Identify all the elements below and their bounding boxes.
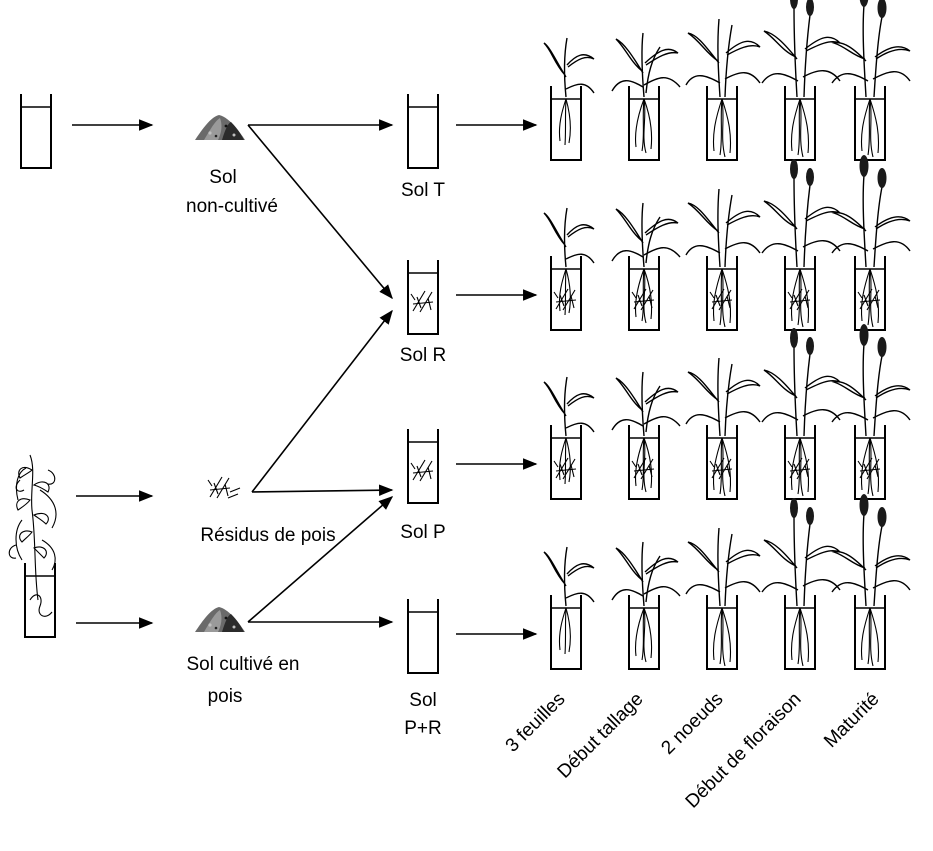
wheat-plant-icon	[685, 18, 761, 161]
treatment-P-label: Sol P	[400, 522, 445, 543]
treatment-PR-label-line1: Sol	[409, 690, 436, 711]
empty-pot-icon	[20, 93, 52, 169]
treatment-T-label: Sol T	[401, 180, 445, 201]
wheat-plant-icon	[611, 202, 681, 331]
growth-row-PR	[543, 493, 911, 670]
wheat-plant-icon	[831, 154, 911, 331]
wheat-plant-icon	[831, 323, 911, 500]
stage-label-5: Maturité	[820, 689, 883, 752]
pot-PR-icon	[407, 598, 439, 674]
pea-plant-icon	[8, 454, 57, 601]
pea-residue-icon	[207, 476, 241, 499]
wheat-plant-icon	[611, 371, 681, 500]
wheat-plant-icon	[543, 546, 595, 670]
wheat-plant-icon	[611, 32, 681, 161]
pea-soil-label-line1: Sol cultivé en	[186, 654, 299, 675]
wheat-plant-icon	[543, 207, 595, 331]
wheat-plant-icon	[685, 188, 761, 331]
growth-row-T	[543, 0, 911, 161]
growth-row-R	[543, 154, 911, 331]
uncultivated-soil-label-line2: non-cultivé	[186, 196, 278, 217]
stage-label-3: 2 noeuds	[657, 689, 727, 759]
wheat-plant-icon	[611, 541, 681, 670]
wheat-plant-icon	[831, 0, 911, 161]
uncultivated-soil-label-line1: Sol	[209, 167, 236, 188]
wheat-plant-icon	[761, 0, 841, 161]
pea-residue-label: Résidus de pois	[200, 525, 335, 546]
treatment-R-label: Sol R	[400, 345, 446, 366]
wheat-plant-icon	[761, 497, 841, 670]
pea-pot-icon	[24, 562, 56, 638]
wheat-plant-icon	[543, 37, 595, 161]
growth-row-P	[543, 323, 911, 500]
wheat-plant-icon	[761, 327, 841, 500]
wheat-plant-icon	[685, 357, 761, 500]
wheat-plant-icon	[761, 158, 841, 331]
wheat-plant-icon	[543, 376, 595, 500]
pot-R-icon	[407, 259, 439, 335]
treatment-PR-label-line2: P+R	[404, 718, 442, 739]
pea-soil-label-line2: pois	[208, 686, 243, 707]
soil-pile-icon	[195, 607, 245, 632]
wheat-plant-icon	[831, 493, 911, 670]
pot-P-icon	[407, 428, 439, 504]
soil-pile-icon	[195, 115, 245, 140]
stage-label-1: 3 feuilles	[502, 689, 570, 757]
wheat-plant-icon	[685, 527, 761, 670]
pot-T-icon	[407, 93, 439, 169]
